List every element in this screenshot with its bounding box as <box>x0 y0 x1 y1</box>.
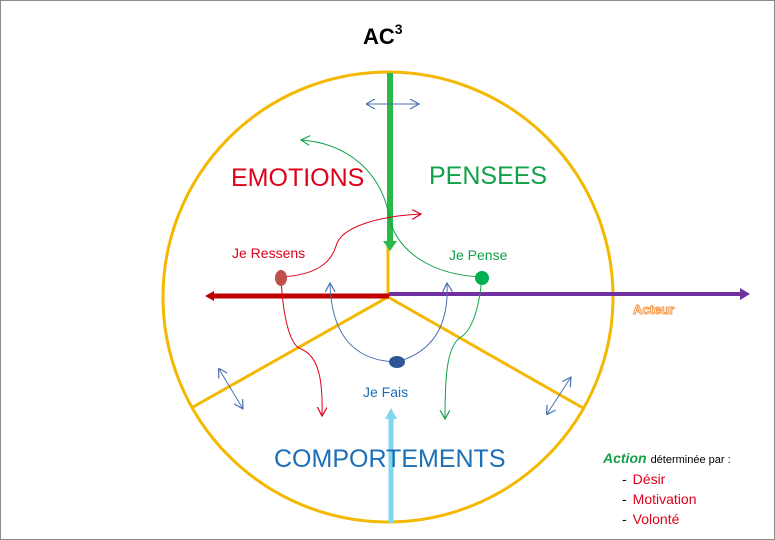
legend-item-volonte: -Volonté <box>622 511 680 527</box>
label-pensees: PENSEES <box>429 162 547 190</box>
label-je-ressens: Je Ressens <box>232 245 305 261</box>
outer-circle <box>161 70 615 524</box>
red-curve-to-comportements <box>280 276 322 416</box>
green-arrowhead <box>383 241 397 251</box>
double-arrow-left <box>219 369 243 409</box>
purple-arrowhead <box>740 288 750 300</box>
label-acteur: Acteur <box>633 302 674 317</box>
green-curve-to-comportements <box>445 276 483 419</box>
page-title: AC3 <box>363 21 403 49</box>
label-comportements: COMPORTEMENTS <box>274 445 506 473</box>
blue-curve-right <box>396 283 447 363</box>
divider-right <box>387 295 584 410</box>
lightblue-arrowhead <box>385 408 397 419</box>
label-je-pense: Je Pense <box>449 247 508 263</box>
label-je-fais: Je Fais <box>363 384 408 400</box>
label-emotions: EMOTIONS <box>231 164 364 192</box>
blue-curve-left <box>330 283 398 363</box>
legend-item-motivation: -Motivation <box>622 491 696 507</box>
double-arrow-right <box>547 377 571 414</box>
red-arrowhead <box>205 291 214 301</box>
green-curve-to-emotions <box>301 140 483 278</box>
node-je-pense-dot <box>475 271 489 285</box>
legend-item-desir: -Désir <box>622 471 666 487</box>
node-je-ressens-dot <box>275 270 287 286</box>
red-curve-to-pensees <box>280 214 421 278</box>
node-je-fais-dot <box>389 356 405 368</box>
